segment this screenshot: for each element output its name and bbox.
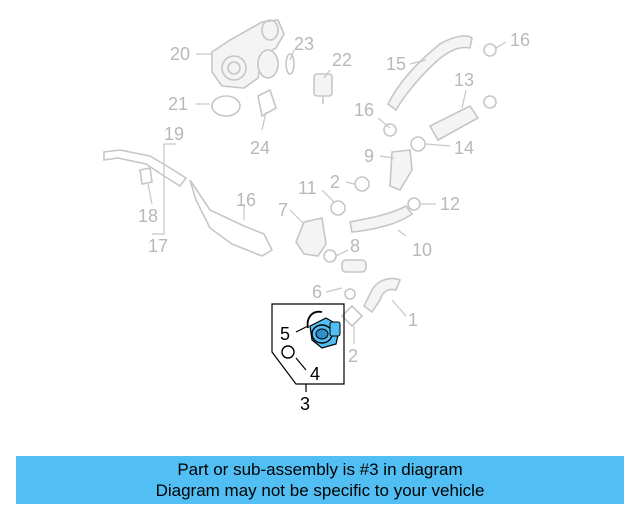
- part-11-clamp: [330, 200, 346, 216]
- part-24-ring: [285, 53, 295, 75]
- part-2-flange: [340, 304, 364, 328]
- callout-2b: 2: [348, 346, 358, 366]
- part-22-oring: [211, 95, 241, 117]
- callout-8: 8: [350, 236, 360, 256]
- part-9-fitting: [389, 149, 413, 191]
- callout-3: 3: [300, 394, 310, 414]
- callout-23: 22: [332, 50, 352, 70]
- callout-10: 10: [412, 240, 432, 260]
- part-5-outlet-pipe[interactable]: [306, 310, 341, 349]
- part-2-clamp-upper: [354, 176, 370, 192]
- part-14-clamp: [410, 136, 426, 152]
- part-16-clamp-a: [483, 43, 497, 57]
- part-4-oring[interactable]: [281, 345, 295, 359]
- callout-9: 9: [364, 146, 374, 166]
- callout-17: 16: [236, 190, 256, 210]
- callout-18: 17: [148, 236, 168, 256]
- callout-13: 13: [454, 70, 474, 90]
- banner-line-2: Diagram may not be specific to your vehi…: [155, 481, 485, 500]
- callout-14: 14: [454, 138, 474, 158]
- part-13-pipe: [428, 104, 480, 142]
- callout-20: 19: [164, 124, 184, 144]
- callout-6: 6: [312, 282, 322, 302]
- part-8-clamp: [323, 249, 337, 263]
- part-7-elbow: [295, 217, 327, 257]
- callout-21: 20: [170, 44, 190, 64]
- part-10-hose: [349, 204, 414, 233]
- part-8-connector: [341, 259, 367, 273]
- part-20-hose: [103, 149, 188, 188]
- callout-2a: 2: [330, 172, 340, 192]
- part-25-gasket: [257, 88, 277, 118]
- part-17-pipe: [189, 179, 274, 257]
- gray-leader-lines: [147, 41, 507, 344]
- part-1-hose: [362, 277, 402, 314]
- info-banner: Part or sub-assembly is #3 in diagram Di…: [16, 456, 624, 504]
- callout-5: 5: [280, 324, 290, 344]
- part-6-clamp: [344, 288, 356, 300]
- part-21-housing: [211, 19, 285, 89]
- callout-12: 12: [440, 194, 460, 214]
- callout-19: 18: [138, 206, 158, 226]
- part-19-clip: [139, 167, 153, 185]
- callout-16b: 16: [354, 100, 374, 120]
- callout-24: 23: [294, 34, 314, 54]
- part-23-sensor: [313, 73, 333, 104]
- assembly-3-frame: [271, 303, 345, 392]
- parts-diagram: 20 21 23 22 24 19 18 17 16 15 16 13 16 1…: [103, 19, 530, 414]
- callout-22: 21: [168, 94, 188, 114]
- callout-1: 1: [408, 310, 418, 330]
- callout-4: 4: [310, 364, 320, 384]
- callout-11: 11: [298, 178, 317, 198]
- callout-labels: 20 21 23 22 24 19 18 17 16 15 16 13 16 1…: [138, 30, 530, 414]
- callout-15: 15: [386, 54, 406, 74]
- callout-7: 7: [278, 200, 288, 220]
- part-15-hose: [386, 35, 473, 112]
- banner-line-1: Part or sub-assembly is #3 in diagram: [177, 460, 463, 479]
- callout-25: 24: [250, 138, 270, 158]
- callout-16a: 16: [510, 30, 530, 50]
- part-12-clamp: [407, 197, 421, 211]
- part-16-clamp-b: [383, 123, 397, 137]
